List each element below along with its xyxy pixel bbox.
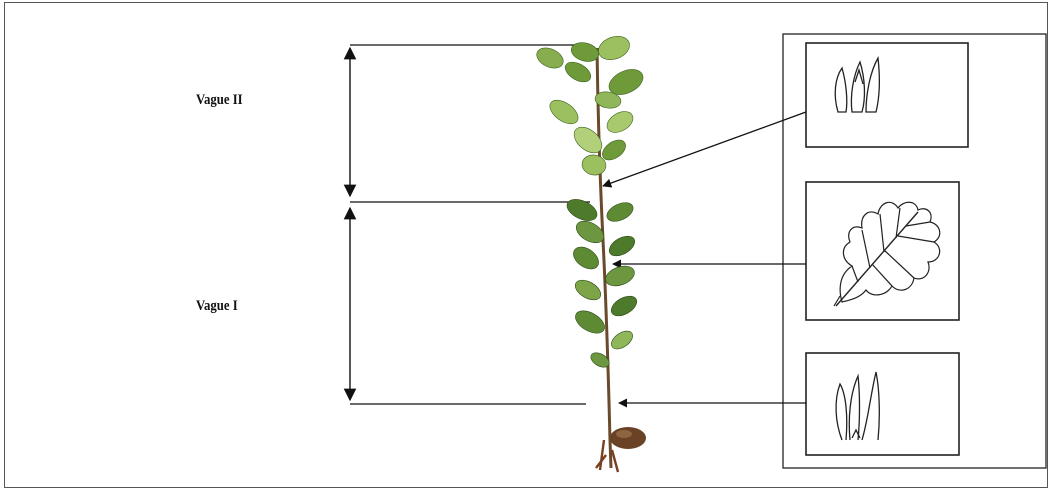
leaves-wave-ii	[534, 32, 647, 177]
inset-box-b	[806, 182, 959, 320]
seedling-stem	[597, 48, 611, 468]
acorn	[610, 427, 646, 449]
inset-box-c	[806, 43, 968, 147]
oak-seedling	[534, 32, 647, 472]
pointer-arrow-c	[603, 112, 806, 186]
wave-boundaries	[350, 45, 590, 404]
inset-box-a	[806, 353, 959, 455]
